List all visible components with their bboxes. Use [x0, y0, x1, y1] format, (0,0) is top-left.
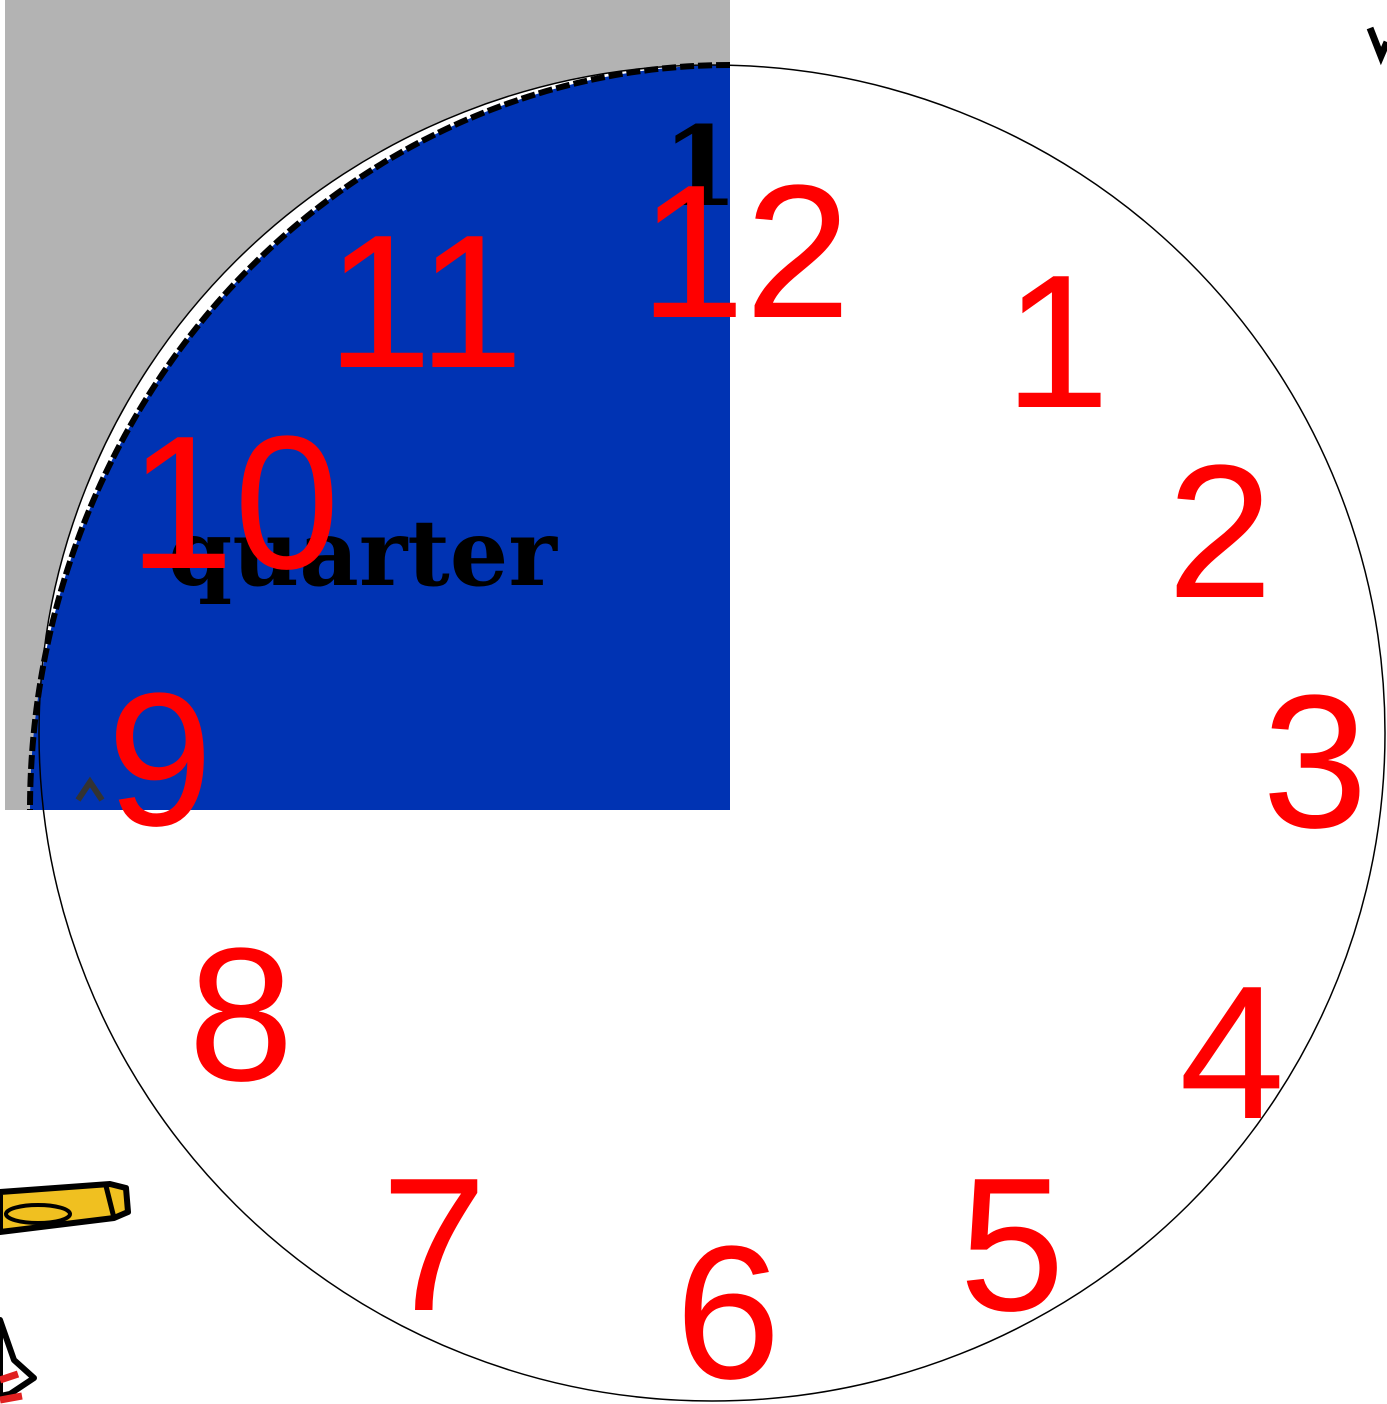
hour-6: 6 [675, 1207, 781, 1404]
hour-10: 10 [128, 397, 339, 609]
hour-4: 4 [1179, 947, 1285, 1159]
corner-glyph-fragment [1370, 28, 1387, 56]
hour-3: 3 [1262, 656, 1368, 868]
hour-2: 2 [1167, 426, 1273, 638]
hour-11: 11 [326, 196, 523, 408]
hour-7: 7 [381, 1139, 487, 1351]
hour-12: 12 [639, 146, 850, 358]
hour-9: 9 [107, 654, 213, 866]
hour-8: 8 [188, 909, 294, 1121]
hour-1: 1 [1004, 236, 1110, 448]
hour-5: 5 [959, 1139, 1065, 1351]
pencil-icon [0, 1170, 140, 1404]
